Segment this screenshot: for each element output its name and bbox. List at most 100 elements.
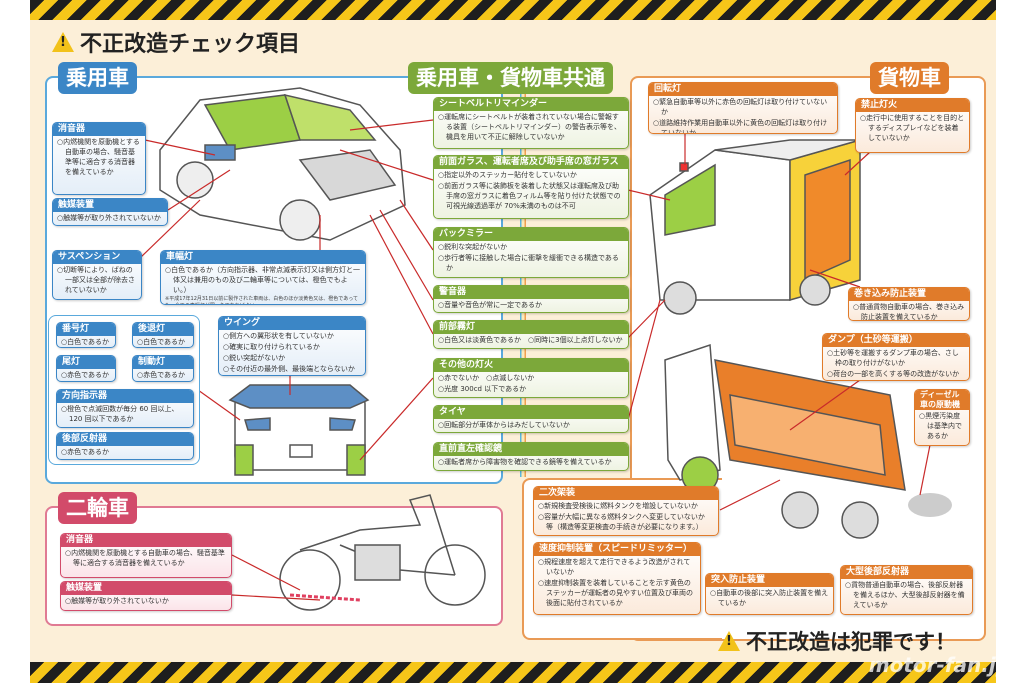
check-item: ○赤でないか ○点滅しないか xyxy=(438,374,535,382)
box-title: 番号灯 xyxy=(57,323,115,336)
box-title: シートベルトリマインダー xyxy=(434,98,628,111)
check-item: ○白色であるか xyxy=(61,338,110,346)
check-item: ○土砂等を運搬するダンプ車の場合、さし枠の取り付けがないか xyxy=(827,349,959,367)
box-title: 消音器 xyxy=(53,123,145,136)
check-item: ○指定以外のステッカー貼付をしていないか xyxy=(438,171,577,179)
check-item: ○内燃機関を原動機とする自動車の場合、騒音基準等に適合する消音器を備えているか xyxy=(57,138,140,176)
check-item: ○道路維持作業用自動車以外に黄色の回転灯は取り付けていないか xyxy=(653,119,828,134)
box-title: 前部霧灯 xyxy=(434,321,628,334)
common-tag: 乗用車・貨物車共通 xyxy=(408,62,613,94)
check-item: ○白色又は淡黄色であるか ○同時に3個以上点灯しないか xyxy=(438,336,623,344)
seatbelt-reminder-box: シートベルトリマインダー ○運転席にシートベルトが装着されていない場合に警報する装… xyxy=(433,97,629,149)
width-lamp-box: 車幅灯○白色であるか（方向指示器、非常点滅表示灯又は側方灯と一体又は兼用のもの及… xyxy=(160,250,366,305)
box-title: 尾灯 xyxy=(57,356,115,369)
check-item: ○歩行者等に接触した場合に衝撃を緩衝できる構造であるか xyxy=(438,254,619,272)
box-title: 車幅灯 xyxy=(161,251,365,264)
suspension-box: サスペンション○切断等により、ばねの一部又は全部が除去されていないか xyxy=(52,250,142,300)
check-item: ○赤色であるか xyxy=(137,371,186,379)
check-item: ○触媒等が取り外されていないか xyxy=(57,214,161,222)
other-lights-box: その他の灯火 ○赤でないか ○点滅しないか ○光度 300cd 以下であるか xyxy=(433,358,629,398)
box-title: バックミラー xyxy=(434,228,628,241)
warning-icon: ! xyxy=(52,32,74,52)
rear-reflector-box: 後部反射器 ○赤色であるか xyxy=(56,432,194,460)
hazard-stripe-top xyxy=(30,0,996,20)
catalyst-box: 触媒装置 ○触媒等が取り外されていないか xyxy=(52,198,168,226)
box-title: 大型後部反射器 xyxy=(841,566,972,579)
page-title-text: 不正改造チェック項目 xyxy=(80,32,301,57)
box-title: タイヤ xyxy=(434,406,628,419)
check-item: ○その付近の最外側、最後端とならないか 等 xyxy=(223,365,355,373)
check-item: ○側方への翼形状を有していないか xyxy=(223,332,334,340)
box-title: 速度抑制装置（スピードリミッター） xyxy=(534,543,700,556)
check-item: ○自動車の後部に突入防止装置を備えているか xyxy=(710,589,829,607)
box-title: 方向指示器 xyxy=(57,390,193,403)
check-item: ○鋭利な突起がないか xyxy=(438,243,508,251)
check-item: ○運転者席から障害物を確認できる鏡等を備えているか xyxy=(438,458,612,466)
box-title: 直前直左確認鏡 xyxy=(434,443,628,456)
muffler-box: 消音器 ○内燃機関を原動機とする自動車の場合、騒音基準等に適合する消音器を備えてい… xyxy=(52,122,146,195)
plate-lamp-box: 番号灯 ○白色であるか xyxy=(56,322,116,348)
check-item: ○音量や音色が常に一定であるか xyxy=(438,301,543,309)
check-item: ! xyxy=(726,634,732,649)
slogan: ! 不正改造は犯罪です！ xyxy=(718,626,956,656)
box-title: サスペンション xyxy=(53,251,141,264)
prohibited-light-box: 禁止灯火○走行中に使用することを目的とするディスプレイなどを装着していないか xyxy=(855,98,970,153)
box-title: 回転灯 xyxy=(649,83,837,96)
box-title: 二次架装 xyxy=(534,487,718,500)
diesel-engine-box: ディーゼル車の原動機○黒煙汚染度は基準内であるか xyxy=(914,389,970,446)
check-item: ○運転席にシートベルトが装着されていない場合に警報する装置（シートベルトリマイン… xyxy=(438,113,621,141)
side-guard-box: 巻き込み防止装置 ○普通貨物自動車の場合、巻き込み防止装置を備えているか xyxy=(848,287,970,321)
box-title: 突入防止装置 xyxy=(706,574,833,587)
box-title: 触媒装置 xyxy=(53,199,167,212)
passenger-car-illustration xyxy=(159,87,406,241)
check-item: ○貨物普通自動車の場合、後部反射器を備えるほか、大型後部反射器を備えているか xyxy=(845,581,965,609)
box-title: 後退灯 xyxy=(133,323,193,336)
dump-box: ダンプ（土砂等運搬）○土砂等を運搬するダンプ車の場合、さし枠の取り付けがないか○… xyxy=(822,333,970,381)
check-item: ! xyxy=(60,35,66,50)
front-left-mirror-box: 直前直左確認鏡 ○運転者席から障害物を確認できる鏡等を備えているか xyxy=(433,442,629,471)
check-item: ○橙色で点滅回数が毎分 60 回以上、120 回以下であるか xyxy=(61,405,179,423)
box-title: その他の灯火 xyxy=(434,359,628,372)
check-item: ○普通貨物自動車の場合、巻き込み防止装置を備えているか xyxy=(853,303,965,321)
check-item: ○前面ガラス等に装飾板を装着した状態又は運転席及び助手席の窓ガラスに着色フィルム… xyxy=(438,182,621,210)
check-item: ○容量が大幅に異なる燃料タンクへ変更していないか 等（構造等変更検査の手続きが必… xyxy=(538,513,705,531)
beacon-box: 回転灯○緊急自動車等以外に赤色の回転灯は取り付けていないか○道路維持作業用自動車… xyxy=(648,82,838,134)
box-title: 巻き込み防止装置 xyxy=(849,288,969,301)
watermark: motor-fan.jp xyxy=(868,653,1010,677)
connector-lines xyxy=(139,119,931,601)
check-item: ○規程速度を超えて走行できるよう改造がされていないか xyxy=(538,558,691,576)
dump-truck-illustration xyxy=(664,343,952,539)
large-reflector-box: 大型後部反射器 ○貨物普通自動車の場合、後部反射器を備えるほか、大型後部反射器を備… xyxy=(840,565,973,615)
box-title: 消音器 xyxy=(61,534,231,547)
hazard-stripe-bottom xyxy=(30,662,996,683)
box-title: 禁止灯火 xyxy=(856,99,969,112)
rear-car-illustration xyxy=(228,384,370,476)
brake-lamp-box: 制動灯 ○赤色であるか xyxy=(132,355,194,382)
check-item: ○触媒等が取り外されていないか xyxy=(65,597,169,605)
box-title: 警音器 xyxy=(434,286,628,299)
slogan-text: 不正改造は犯罪です！ xyxy=(746,630,956,654)
check-item: ○光度 300cd 以下であるか xyxy=(438,385,527,393)
fog-lamp-box: 前部霧灯 ○白色又は淡黄色であるか ○同時に3個以上点灯しないか xyxy=(433,320,629,349)
box-title: 後部反射器 xyxy=(57,433,193,446)
passenger-tag: 乗用車 xyxy=(58,62,137,94)
box-title: 制動灯 xyxy=(133,356,193,369)
reverse-lamp-box: 後退灯 ○白色であるか xyxy=(132,322,194,348)
tire-box: タイヤ ○回転部分が車体からはみだしていないか xyxy=(433,405,629,433)
horn-box: 警音器 ○音量や音色が常に一定であるか xyxy=(433,285,629,313)
motorcycle-illustration xyxy=(279,494,486,611)
check-item: ○赤色であるか xyxy=(61,371,110,379)
box-truck-illustration xyxy=(649,139,861,315)
common-divider xyxy=(520,92,526,477)
box-title: ディーゼル車の原動機 xyxy=(915,390,969,410)
check-item: ○内燃機関を原動機とする自動車の場合、騒音基準等に適合する消音器を備えているか xyxy=(65,549,225,567)
motorcycle-muffler-box: 消音器 ○内燃機関を原動機とする自動車の場合、騒音基準等に適合する消音器を備えてい… xyxy=(60,533,232,578)
underrun-guard-box: 突入防止装置 ○自動車の後部に突入防止装置を備えているか xyxy=(705,573,834,615)
wing-box: ウイング○側方への翼形状を有していないか○確実に取り付けられているか○鋭い突起が… xyxy=(218,316,366,376)
window-glass-box: 前面ガラス、運転者席及び助手席の窓ガラス○指定以外のステッカー貼付をしていないか… xyxy=(433,155,629,219)
check-item: ○速度抑制装置を装着していることを示す黄色のステッカーが運転者の見やすい位置及び… xyxy=(538,579,693,607)
check-item: ○赤色であるか xyxy=(61,448,110,456)
secondary-equipment-box: 二次架装○新規検査受検後に燃料タンクを増設していないか○容量が大幅に異なる燃料タ… xyxy=(533,486,719,536)
check-item: ○白色であるか xyxy=(137,338,186,346)
check-item: ○回転部分が車体からはみだしていないか xyxy=(438,421,570,429)
